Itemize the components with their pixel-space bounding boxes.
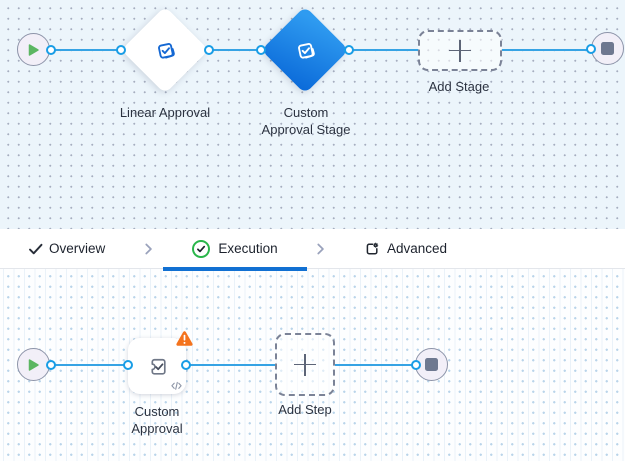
tab-label: Execution	[218, 241, 278, 256]
check-icon	[27, 241, 44, 257]
connector-port[interactable]	[123, 360, 133, 370]
connector-line	[349, 49, 419, 51]
connector-port[interactable]	[204, 45, 214, 55]
stop-icon	[601, 42, 614, 55]
connector-port[interactable]	[46, 360, 56, 370]
connector-port[interactable]	[344, 45, 354, 55]
chevron-right-icon	[314, 242, 327, 256]
step-label: Custom Approval	[131, 404, 183, 436]
tab-label: Overview	[49, 241, 106, 256]
connector-port[interactable]	[181, 360, 191, 370]
board-gear-icon	[364, 241, 380, 257]
active-tab-indicator	[163, 267, 307, 271]
connector-line	[209, 49, 261, 51]
stop-icon	[425, 358, 438, 371]
tab-advanced[interactable]: Advanced	[364, 229, 447, 268]
approval-check-icon	[134, 19, 196, 81]
stage-node-custom-approval-selected[interactable]	[261, 6, 349, 94]
flow-tab-bar: Overview Execution Advanced	[0, 229, 625, 271]
tab-overview[interactable]: Overview	[27, 229, 105, 268]
connector-port[interactable]	[586, 44, 596, 54]
approval-check-icon	[274, 19, 336, 81]
connector-line	[51, 364, 128, 366]
add-stage-label: Add Stage	[428, 79, 490, 94]
code-icon	[170, 380, 183, 392]
start-node[interactable]	[17, 348, 50, 381]
connector-line	[51, 49, 121, 51]
tab-label: Advanced	[387, 241, 448, 256]
warning-triangle-icon[interactable]	[175, 330, 194, 347]
stage-label: Linear Approval	[119, 105, 211, 120]
play-icon	[27, 358, 40, 372]
connector-line	[335, 364, 416, 366]
stage-label: Custom Approval Stage	[261, 105, 351, 137]
connector-port[interactable]	[256, 45, 266, 55]
connector-port[interactable]	[116, 45, 126, 55]
tab-execution-active[interactable]: Execution	[163, 229, 307, 268]
puzzle-check-icon	[145, 354, 170, 379]
plus-icon	[449, 39, 471, 62]
step-node-custom-approval[interactable]	[128, 338, 186, 394]
add-stage-button[interactable]	[418, 30, 502, 71]
chevron-right-icon	[142, 242, 155, 256]
plus-icon	[294, 353, 316, 376]
connector-port[interactable]	[46, 45, 56, 55]
stage-node-linear-approval[interactable]	[121, 6, 209, 94]
connector-line	[502, 49, 591, 51]
check-circle-icon	[192, 239, 211, 258]
add-step-label: Add Step	[278, 402, 332, 417]
connector-port[interactable]	[411, 360, 421, 370]
play-icon	[27, 43, 40, 57]
add-step-button[interactable]	[275, 333, 335, 396]
end-node[interactable]	[591, 32, 624, 65]
start-node[interactable]	[17, 33, 50, 66]
stage-canvas[interactable]: Linear Approval Custom Approval Stage Ad…	[0, 0, 625, 229]
connector-line	[186, 364, 275, 366]
step-canvas[interactable]: Custom Approval Add Step	[0, 269, 625, 461]
